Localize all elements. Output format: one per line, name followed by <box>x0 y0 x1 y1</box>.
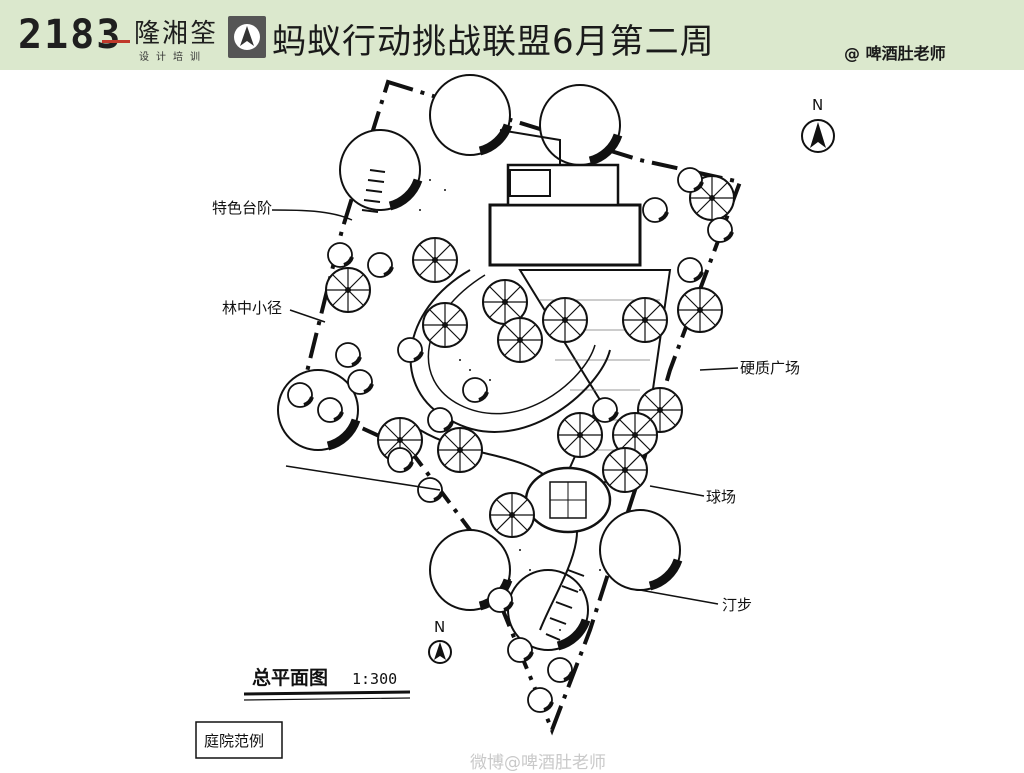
label-feature-steps: 特色台阶 <box>212 199 272 217</box>
plan-title: 总平面图 <box>252 666 328 689</box>
north-arrow-small-icon: N <box>428 618 452 664</box>
ball-court <box>524 466 612 534</box>
north-arrow-icon: N <box>801 96 835 153</box>
leader-lines <box>271 209 739 605</box>
case-label-box: 庭院范例 <box>195 721 283 759</box>
label-forest-path: 林中小径 <box>222 299 282 317</box>
watermark: 微博@啤酒肚老师 <box>470 753 606 773</box>
site-plan-drawing: 特色台阶 林中小径 硬质广场 球场 汀步 N N 总平面图 1:300 庭院范例 <box>0 70 1024 768</box>
plan-scale: 1:300 <box>352 670 397 688</box>
brand-subtitle: 设计培训 <box>139 52 207 63</box>
author-handle: @ 啤酒肚老师 <box>844 44 946 63</box>
brand-name: 隆湘筌 <box>134 19 219 49</box>
brand-logo-icon <box>228 16 266 58</box>
label-ball-court: 球场 <box>706 488 736 506</box>
site-plan-svg: 特色台阶 林中小径 硬质广场 球场 汀步 N N 总平面图 1:300 庭院范例 <box>195 70 835 759</box>
brand-accent-line <box>102 40 130 43</box>
svg-text:N: N <box>812 96 823 114</box>
case-label: 庭院范例 <box>204 732 264 750</box>
building-block <box>488 129 642 267</box>
stepping-stones <box>545 569 585 641</box>
feature-steps <box>361 169 386 213</box>
brand-number: 2183 <box>18 12 123 58</box>
plan-title-block: 总平面图 1:300 <box>243 666 411 701</box>
ground-texture <box>419 179 601 631</box>
label-hard-plaza: 硬质广场 <box>740 359 800 377</box>
site-boundary <box>297 79 743 736</box>
label-stepping-stones: 汀步 <box>722 596 752 614</box>
header-banner: 2183 隆湘筌 设计培训 蚂蚁行动挑战联盟6月第二周 @ 啤酒肚老师 <box>0 0 1024 70</box>
svg-text:N: N <box>434 618 445 636</box>
page-title: 蚂蚁行动挑战联盟6月第二周 <box>272 22 715 62</box>
